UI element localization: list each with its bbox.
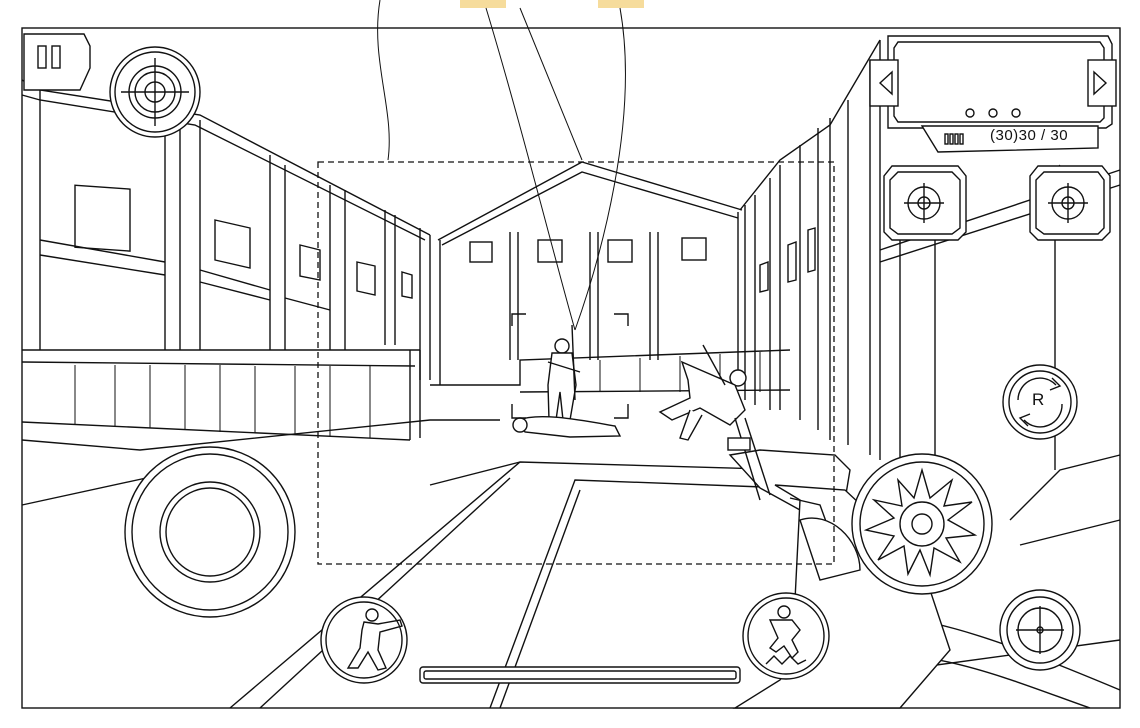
pause-icon bbox=[37, 45, 61, 69]
weapon-selector-panel[interactable] bbox=[869, 35, 1117, 129]
movement-joystick[interactable] bbox=[124, 446, 296, 618]
left-fire-button[interactable] bbox=[883, 165, 967, 241]
reload-icon bbox=[1017, 377, 1063, 428]
crosshair-brackets bbox=[511, 313, 629, 419]
soldier-standing-icon bbox=[346, 608, 403, 671]
chevron-left-icon bbox=[878, 70, 893, 96]
soldier-crouching-icon bbox=[765, 605, 807, 665]
joystick-thumb[interactable] bbox=[159, 481, 261, 583]
stand-stance-button[interactable] bbox=[320, 596, 408, 684]
enemy-leaping bbox=[658, 344, 747, 441]
page-indicator-dots bbox=[965, 108, 1021, 118]
far-building bbox=[430, 161, 791, 393]
target-icon bbox=[904, 183, 944, 223]
aim-scope-button[interactable] bbox=[109, 46, 201, 138]
callout-marker-right bbox=[598, 0, 644, 8]
reload-button[interactable] bbox=[1002, 364, 1078, 440]
explosion-icon bbox=[863, 467, 978, 578]
right-fire-button[interactable] bbox=[1029, 165, 1111, 241]
screen-border bbox=[21, 27, 1121, 709]
reload-label: R bbox=[1032, 390, 1045, 409]
enemy-standing bbox=[547, 324, 581, 421]
ammo-count-text: (30)30 / 30 bbox=[990, 127, 1069, 144]
pause-button[interactable] bbox=[23, 33, 91, 91]
environment bbox=[21, 39, 1121, 709]
target-icon bbox=[1048, 183, 1088, 223]
chevron-right-icon bbox=[1093, 70, 1108, 96]
shoot-button[interactable] bbox=[851, 453, 993, 595]
crouch-stance-button[interactable] bbox=[742, 592, 830, 680]
health-bar bbox=[419, 666, 741, 684]
crosshair-icon bbox=[121, 58, 189, 126]
ammo-counter bbox=[920, 125, 1099, 153]
bullets-icon bbox=[944, 133, 964, 145]
sniper-scope-button[interactable] bbox=[999, 589, 1081, 671]
callout-marker-left bbox=[460, 0, 506, 8]
left-building bbox=[21, 79, 500, 506]
weapon-next-button[interactable] bbox=[1087, 59, 1117, 107]
weapon-prev-button[interactable] bbox=[869, 59, 899, 107]
crosshair-icon bbox=[1016, 606, 1064, 654]
enemy-fallen bbox=[512, 415, 622, 438]
target-region bbox=[317, 161, 835, 565]
